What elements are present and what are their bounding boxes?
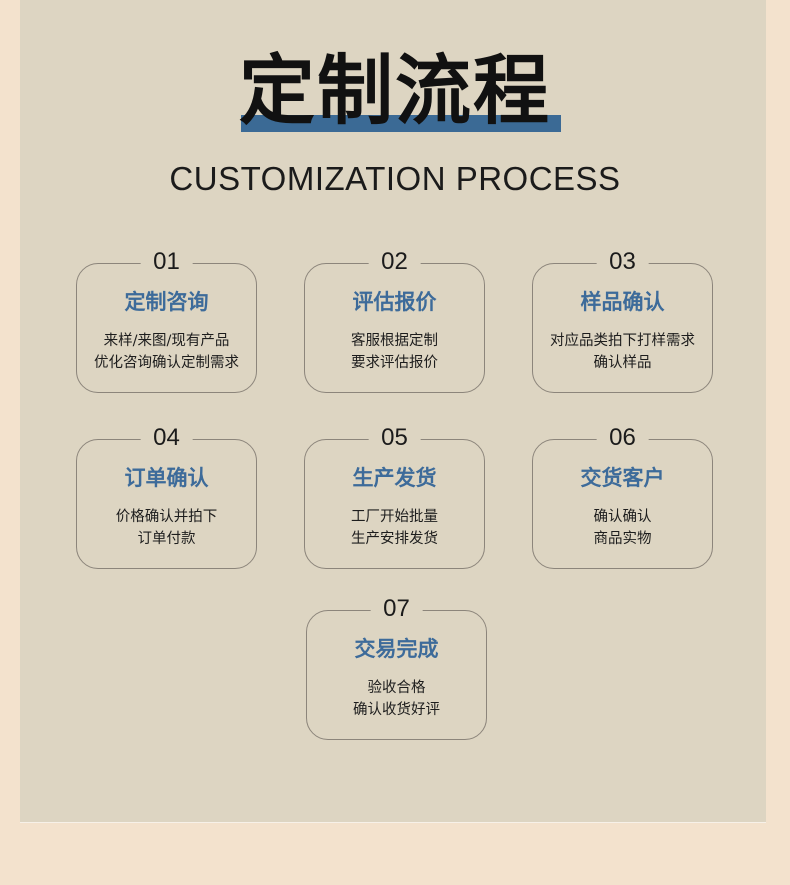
step-description-line: 价格确认并拍下 <box>115 509 218 525</box>
step-description-line: 优化咨询确认定制需求 <box>94 355 239 371</box>
content-panel <box>20 0 766 823</box>
step-description-line: 商品实物 <box>593 531 652 547</box>
step-number: 07 <box>370 594 423 624</box>
step-card-07: 07 交易完成 验收合格 确认收货好评 <box>306 594 487 740</box>
step-description-line: 客服根据定制 <box>351 333 438 349</box>
step-card-02: 02 评估报价 客服根据定制 要求评估报价 <box>304 247 485 393</box>
step-number: 01 <box>140 247 193 277</box>
step-description-line: 确认确认 <box>593 509 652 525</box>
step-title: 样品确认 <box>580 290 665 314</box>
step-description-line: 确认收货好评 <box>353 702 440 718</box>
step-title: 订单确认 <box>124 466 209 490</box>
step-card-03: 03 样品确认 对应品类拍下打样需求 确认样品 <box>532 247 713 393</box>
step-title: 评估报价 <box>352 290 437 314</box>
page-subtitle: CUSTOMIZATION PROCESS <box>169 160 621 197</box>
title-underline <box>241 115 561 132</box>
step-description: 验收合格 确认收货好评 <box>307 677 486 721</box>
step-number: 04 <box>140 423 193 453</box>
step-description-line: 确认样品 <box>593 355 652 371</box>
step-description: 对应品类拍下打样需求 确认样品 <box>533 330 712 374</box>
step-description: 确认确认 商品实物 <box>533 506 712 550</box>
step-description-line: 验收合格 <box>367 680 426 696</box>
step-description: 工厂开始批量 生产安排发货 <box>305 506 484 550</box>
step-number: 05 <box>368 423 421 453</box>
step-description-line: 要求评估报价 <box>351 355 438 371</box>
page-title: 定制流程 <box>239 46 551 135</box>
step-description-line: 生产安排发货 <box>351 531 438 547</box>
step-card-05: 05 生产发货 工厂开始批量 生产安排发货 <box>304 423 485 569</box>
step-title: 生产发货 <box>352 466 437 490</box>
step-title: 定制咨询 <box>124 290 209 314</box>
title-block: 定制流程 <box>0 48 790 138</box>
step-description-line: 工厂开始批量 <box>351 509 438 525</box>
step-description: 客服根据定制 要求评估报价 <box>305 330 484 374</box>
step-card-06: 06 交货客户 确认确认 商品实物 <box>532 423 713 569</box>
step-description: 价格确认并拍下 订单付款 <box>77 506 256 550</box>
step-card-01: 01 定制咨询 来样/来图/现有产品 优化咨询确认定制需求 <box>76 247 257 393</box>
step-description-line: 来样/来图/现有产品 <box>103 333 230 349</box>
step-card-04: 04 订单确认 价格确认并拍下 订单付款 <box>76 423 257 569</box>
step-title: 交易完成 <box>354 637 439 661</box>
step-description: 来样/来图/现有产品 优化咨询确认定制需求 <box>77 330 256 374</box>
step-description-line: 对应品类拍下打样需求 <box>550 333 695 349</box>
step-title: 交货客户 <box>580 466 665 490</box>
step-number: 02 <box>368 247 421 277</box>
step-number: 03 <box>596 247 649 277</box>
step-number: 06 <box>596 423 649 453</box>
step-description-line: 订单付款 <box>137 531 196 547</box>
